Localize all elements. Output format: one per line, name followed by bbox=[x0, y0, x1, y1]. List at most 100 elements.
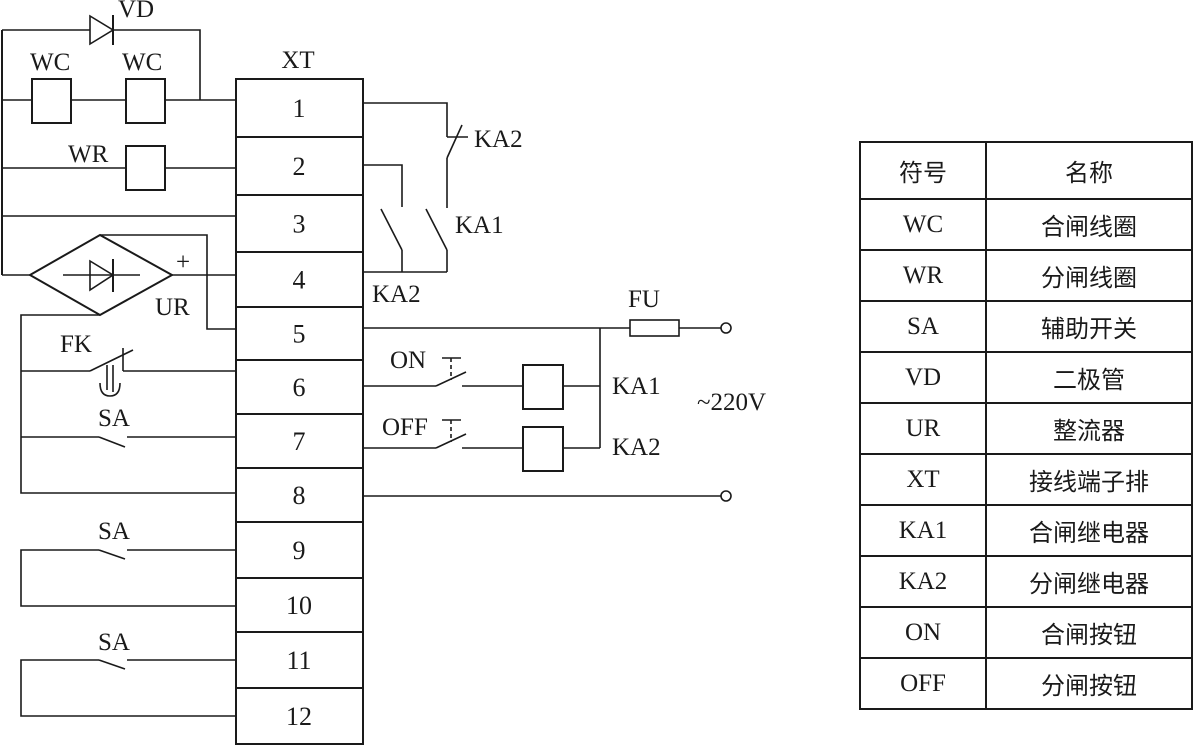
rectifier-ur: + UR bbox=[2, 233, 236, 330]
legend-symbol: OFF bbox=[859, 657, 987, 710]
ka2-nc-contact-blade bbox=[446, 124, 463, 159]
opening-coil-branch: WR bbox=[2, 141, 236, 191]
terminal-number: 1 bbox=[293, 94, 306, 123]
legend-header-symbol: 符号 bbox=[859, 141, 987, 200]
aux-switch-label-1: SA bbox=[98, 405, 130, 432]
aux-switch-sa-3: SA bbox=[20, 629, 236, 717]
terminal-number: 2 bbox=[293, 152, 306, 181]
closing-coil-label-2: WC bbox=[122, 49, 162, 76]
aux-switch-label-3: SA bbox=[98, 629, 130, 656]
off-button-label: OFF bbox=[382, 414, 428, 441]
ka2-contact-label: KA2 bbox=[372, 281, 421, 308]
terminal-block-frame bbox=[235, 78, 364, 745]
closing-coil-branch: WC WC bbox=[2, 49, 236, 124]
legend-name: 分闸线圈 bbox=[985, 249, 1193, 302]
opening-coil-label: WR bbox=[68, 141, 109, 168]
legend-name: 合闸按钮 bbox=[985, 606, 1193, 659]
fk-contact-branch: FK bbox=[20, 314, 236, 494]
fk-mechanism-icon bbox=[99, 365, 121, 397]
legend-name: 接线端子排 bbox=[985, 453, 1193, 506]
terminal-number: 6 bbox=[293, 373, 306, 402]
closing-coil-label-1: WC bbox=[30, 49, 70, 76]
legend-symbol: SA bbox=[859, 300, 987, 353]
on-button-label: ON bbox=[390, 347, 426, 374]
legend-symbol: XT bbox=[859, 453, 987, 506]
legend-symbol: VD bbox=[859, 351, 987, 404]
supply-return-line bbox=[363, 490, 732, 502]
legend-name: 整流器 bbox=[985, 402, 1193, 455]
ka1-coil-label: KA1 bbox=[612, 373, 661, 400]
legend-header-name: 名称 bbox=[985, 141, 1193, 200]
fuse-fu-icon bbox=[629, 319, 680, 337]
terminal-number: 7 bbox=[293, 427, 306, 456]
aux-switch-blade-2 bbox=[98, 549, 126, 560]
legend-symbol: WC bbox=[859, 198, 987, 251]
legend-name: 分闸继电器 bbox=[985, 555, 1193, 608]
terminal-block-label: XT bbox=[281, 47, 314, 74]
terminal-number: 5 bbox=[293, 320, 306, 349]
supply-terminal-bottom bbox=[720, 490, 732, 502]
legend-header-row: 符号 名称 bbox=[859, 141, 1193, 200]
aux-switch-blade-3 bbox=[98, 659, 126, 670]
supply-terminal-top bbox=[720, 322, 732, 334]
legend-symbol: KA2 bbox=[859, 555, 987, 608]
terminal-number: 8 bbox=[293, 481, 306, 510]
legend-symbol: ON bbox=[859, 606, 987, 659]
on-button-branch: ON KA1 bbox=[363, 347, 661, 410]
supply-voltage-label: ~220V bbox=[697, 389, 766, 416]
aux-switch-label-2: SA bbox=[98, 518, 130, 545]
terminal-number: 12 bbox=[286, 702, 312, 731]
ka2-coil-label: KA2 bbox=[612, 434, 661, 461]
fuse-label: FU bbox=[628, 286, 660, 313]
legend-name: 合闸线圈 bbox=[985, 198, 1193, 251]
ka2-coil bbox=[522, 426, 564, 472]
aux-switch-blade-1 bbox=[98, 436, 126, 448]
supply-line-fuse: FU bbox=[363, 286, 732, 448]
diode-vd-label: VD bbox=[118, 0, 154, 23]
ka1-contact-blade-1 bbox=[380, 208, 403, 251]
rectifier-diode-icon bbox=[89, 259, 115, 292]
ka1-contact-label: KA1 bbox=[455, 212, 504, 239]
closing-coil-wc-2 bbox=[125, 78, 166, 124]
diode-vd-icon bbox=[89, 14, 115, 46]
legend-name: 合闸继电器 bbox=[985, 504, 1193, 557]
legend-symbol: WR bbox=[859, 249, 987, 302]
fk-label: FK bbox=[60, 331, 92, 358]
legend-symbol: KA1 bbox=[859, 504, 987, 557]
rectifier-plus-sign: + bbox=[176, 249, 190, 276]
ka1-contact-blade-2 bbox=[425, 208, 448, 251]
legend-symbol: UR bbox=[859, 402, 987, 455]
terminal-number: 3 bbox=[293, 210, 306, 239]
fk-contact-blade bbox=[89, 349, 134, 372]
aux-switch-sa-1: SA bbox=[21, 405, 236, 448]
rectifier-label: UR bbox=[155, 294, 190, 321]
closing-coil-wc-1 bbox=[31, 78, 72, 124]
terminal-number: 11 bbox=[286, 646, 311, 675]
terminal-number: 10 bbox=[286, 591, 312, 620]
off-button-branch: OFF KA2 bbox=[363, 414, 661, 472]
relay-contacts: KA2 KA1 KA2 bbox=[363, 102, 523, 308]
legend-name: 分闸按钮 bbox=[985, 657, 1193, 710]
legend-name: 辅助开关 bbox=[985, 300, 1193, 353]
legend-name: 二极管 bbox=[985, 351, 1193, 404]
ka2-nc-contact-label: KA2 bbox=[474, 126, 523, 153]
aux-switch-sa-2: SA bbox=[20, 518, 236, 607]
terminal-number: 9 bbox=[293, 536, 306, 565]
opening-coil-wr bbox=[125, 145, 166, 191]
terminal-number: 4 bbox=[293, 266, 306, 295]
ka1-coil bbox=[522, 364, 564, 410]
